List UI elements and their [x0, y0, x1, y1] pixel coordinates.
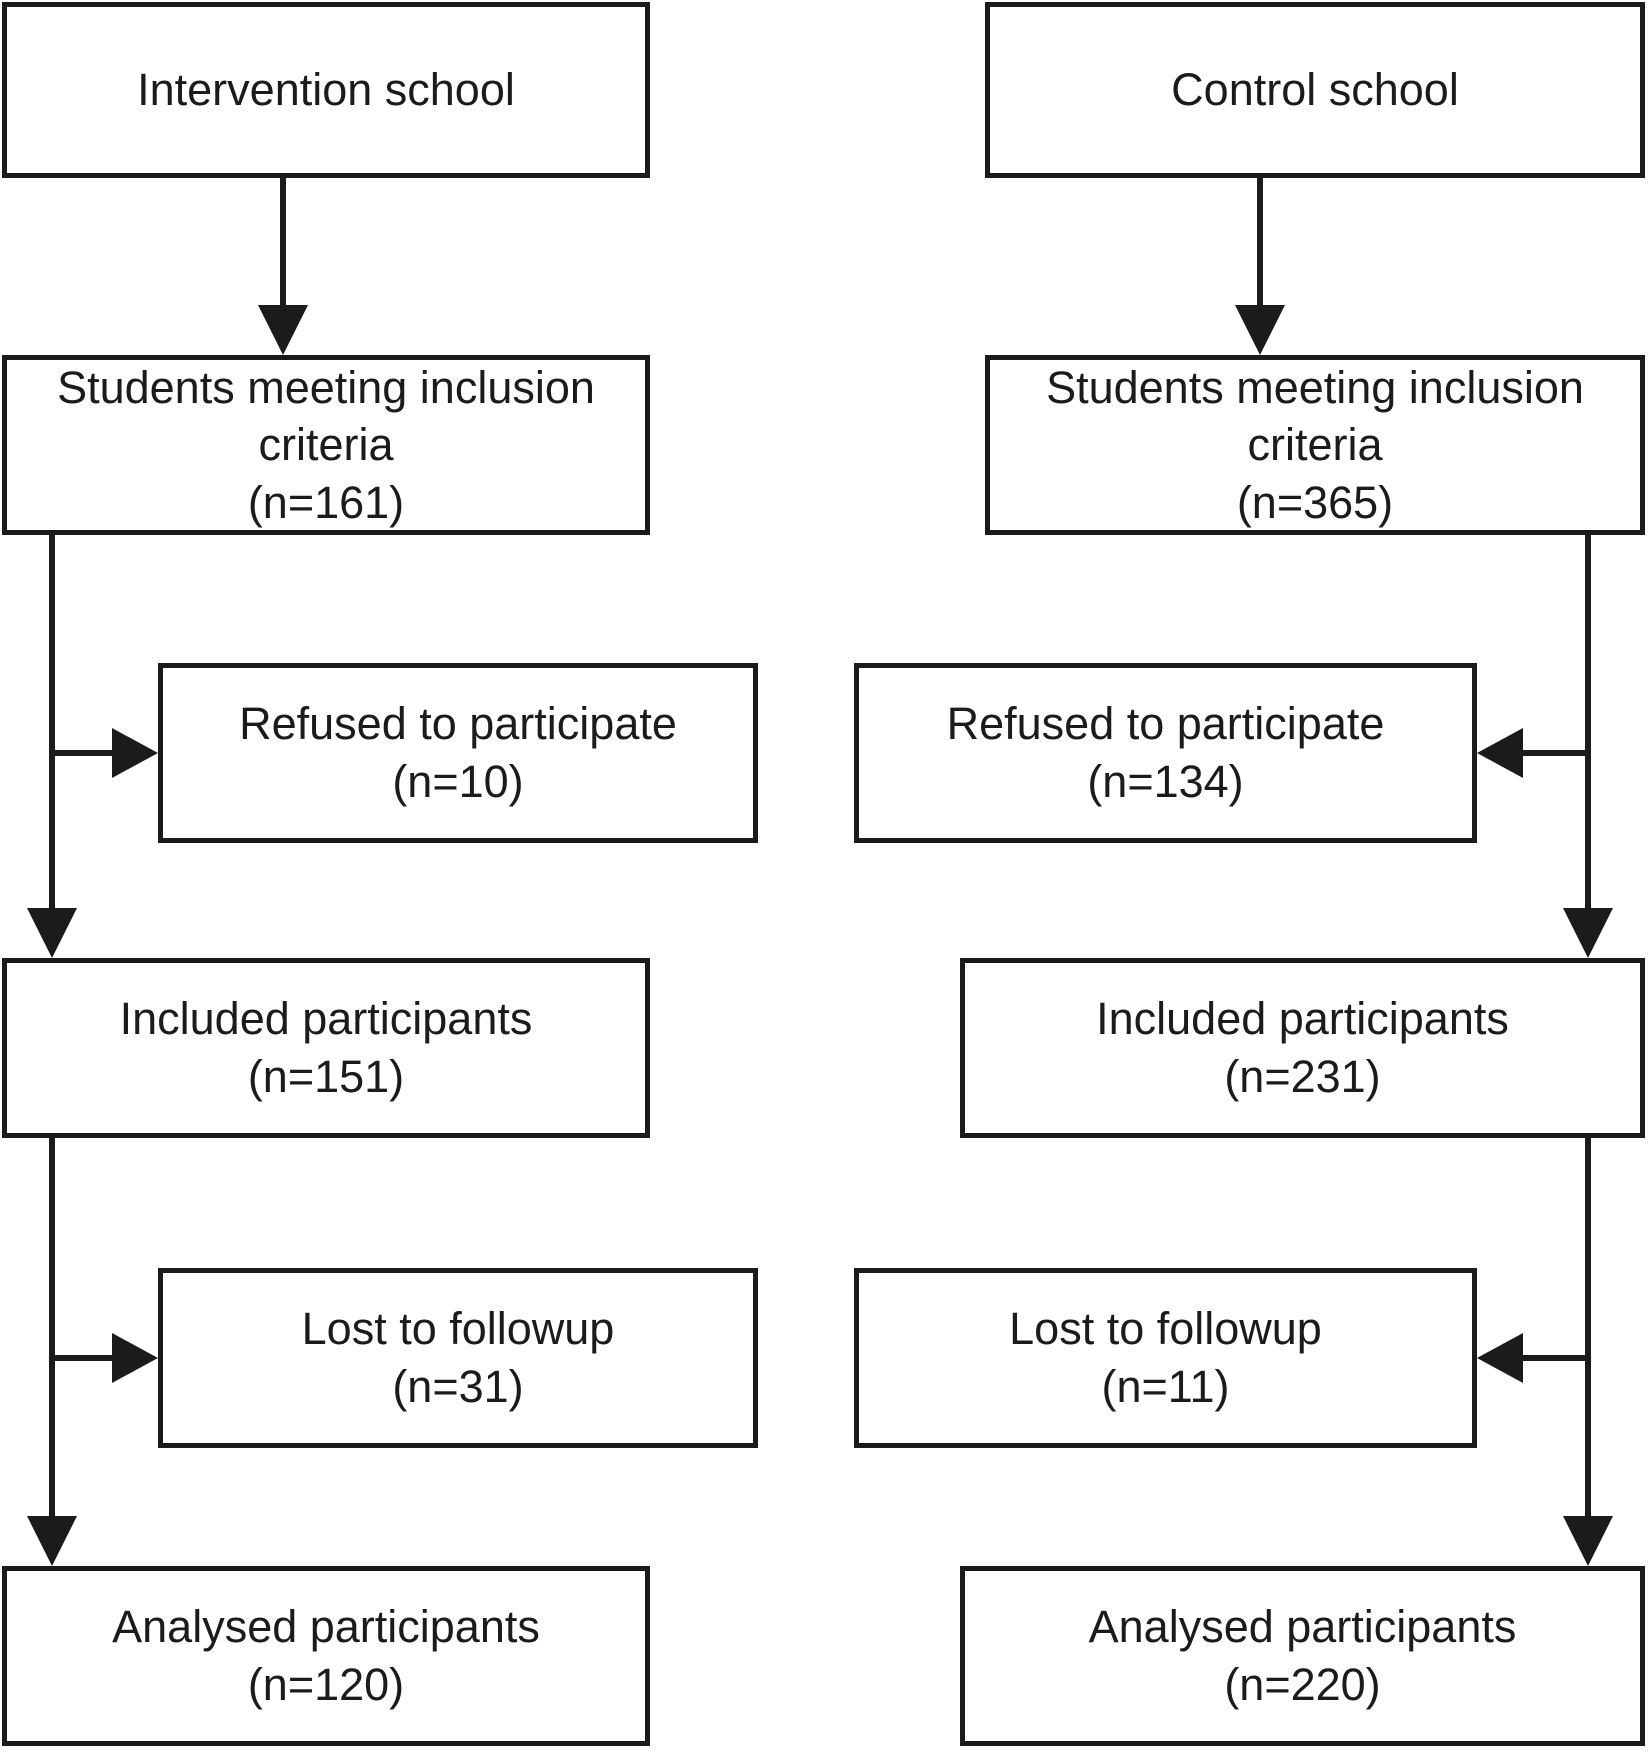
refused-right-label: Refused to participate — [946, 698, 1385, 750]
included-right-n: (n=231) — [1224, 1051, 1381, 1102]
arrowhead-right-icon — [112, 1333, 158, 1383]
box-analysed-right: Analysed participants (n=220) — [960, 1566, 1645, 1746]
box-control-school: Control school — [985, 2, 1645, 178]
included-right-label: Included participants — [1096, 993, 1509, 1045]
arrowhead-down-icon — [1563, 908, 1613, 958]
arrowhead-down-icon — [1235, 305, 1285, 355]
connector-inclusion-to-included-right — [1585, 535, 1591, 910]
box-intervention-school: Intervention school — [2, 2, 650, 178]
lost-left-text: Lost to followup (n=31) — [284, 1300, 633, 1415]
lost-right-label: Lost to followup — [1009, 1303, 1322, 1355]
box-analysed-left: Analysed participants (n=120) — [2, 1566, 650, 1746]
analysed-left-n: (n=120) — [247, 1659, 405, 1710]
refused-right-n: (n=134) — [1087, 756, 1244, 807]
lost-right-n: (n=11) — [1101, 1361, 1230, 1412]
intervention-school-label: Intervention school — [137, 64, 515, 116]
lost-left-n: (n=31) — [392, 1361, 524, 1412]
refused-left-n: (n=10) — [392, 756, 524, 807]
arrowhead-down-icon — [258, 305, 308, 355]
inclusion-criteria-left-n: (n=161) — [247, 476, 405, 528]
arrowhead-left-icon — [1477, 1333, 1523, 1383]
connector-branch-refused-left — [49, 750, 117, 756]
control-school-label: Control school — [1171, 64, 1459, 116]
connector-intervention-to-inclusion — [280, 178, 286, 310]
box-inclusion-criteria-left: Students meeting inclusion criteria (n=1… — [2, 355, 650, 535]
box-inclusion-criteria-right: Students meeting inclusion criteria (n=3… — [985, 355, 1645, 535]
arrowhead-right-icon — [112, 728, 158, 778]
box-included-left: Included participants (n=151) — [2, 958, 650, 1138]
connector-branch-refused-right — [1520, 750, 1591, 756]
arrowhead-down-icon — [27, 1516, 77, 1566]
inclusion-criteria-right-text: Students meeting inclusion criteria (n=3… — [990, 359, 1640, 532]
inclusion-criteria-right-n: (n=365) — [1236, 476, 1394, 528]
box-included-right: Included participants (n=231) — [960, 958, 1645, 1138]
connector-inclusion-to-included-left — [49, 535, 55, 910]
refused-left-text: Refused to participate (n=10) — [221, 695, 695, 810]
arrowhead-down-icon — [1563, 1516, 1613, 1566]
inclusion-criteria-left-label: Students meeting inclusion criteria — [57, 361, 595, 471]
inclusion-criteria-right-label: Students meeting inclusion criteria — [1046, 361, 1584, 471]
included-right-text: Included participants (n=231) — [1078, 990, 1527, 1105]
lost-left-label: Lost to followup — [301, 1303, 615, 1355]
connector-branch-lost-left — [49, 1355, 117, 1361]
box-lost-right: Lost to followup (n=11) — [854, 1268, 1477, 1448]
connector-included-to-analysed-left — [49, 1138, 55, 1518]
analysed-left-label: Analysed participants — [112, 1601, 540, 1653]
lost-right-text: Lost to followup (n=11) — [991, 1300, 1340, 1415]
analysed-right-text: Analysed participants (n=220) — [1071, 1598, 1535, 1713]
box-refused-left: Refused to participate (n=10) — [158, 663, 758, 843]
refused-left-label: Refused to participate — [239, 698, 677, 750]
arrowhead-left-icon — [1477, 728, 1523, 778]
refused-right-text: Refused to participate (n=134) — [929, 695, 1403, 810]
connector-control-to-inclusion — [1257, 178, 1263, 310]
analysed-right-n: (n=220) — [1224, 1659, 1381, 1710]
connector-branch-lost-right — [1520, 1355, 1591, 1361]
analysed-left-text: Analysed participants (n=120) — [94, 1598, 558, 1713]
included-left-text: Included participants (n=151) — [102, 990, 551, 1105]
box-refused-right: Refused to participate (n=134) — [854, 663, 1477, 843]
analysed-right-label: Analysed participants — [1088, 1601, 1517, 1653]
included-left-label: Included participants — [119, 993, 533, 1045]
included-left-n: (n=151) — [247, 1051, 405, 1102]
box-lost-left: Lost to followup (n=31) — [158, 1268, 758, 1448]
inclusion-criteria-left-text: Students meeting inclusion criteria (n=1… — [7, 359, 645, 532]
connector-included-to-analysed-right — [1585, 1138, 1591, 1518]
arrowhead-down-icon — [27, 908, 77, 958]
